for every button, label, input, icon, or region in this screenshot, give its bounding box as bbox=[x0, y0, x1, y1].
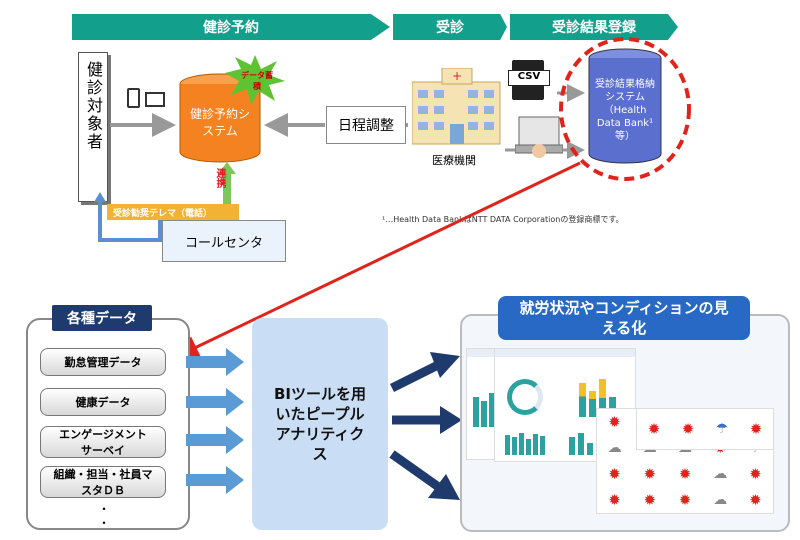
sun-icon: ✹ bbox=[749, 465, 762, 483]
dashboard-screenshot bbox=[494, 348, 636, 462]
schedule-box: 日程調整 bbox=[326, 106, 406, 144]
highlight-circle bbox=[559, 37, 691, 181]
storage-system-icon bbox=[588, 48, 662, 164]
storage-system-label: 受診結果格納システム（Health Data Bank¹等） bbox=[595, 79, 655, 142]
data-item-engagement: エンゲージメントサーベイ bbox=[40, 426, 166, 458]
sun-icon: ✹ bbox=[608, 413, 621, 431]
sun-icon: ✹ bbox=[608, 465, 621, 483]
data-ellipsis: ・ bbox=[98, 516, 111, 530]
cloud-icon: ☁ bbox=[713, 492, 728, 508]
bi-tool-box: BIツールを用いたピープルアナリティクス bbox=[252, 318, 388, 530]
monitor-icon bbox=[145, 92, 165, 107]
callcenter-box: コールセンタ bbox=[162, 220, 286, 262]
umbrella-icon: ☂ bbox=[715, 421, 729, 437]
sun-icon: ✹ bbox=[749, 491, 762, 509]
data-ellipsis: ・ bbox=[98, 502, 111, 516]
data-burst-icon bbox=[225, 55, 285, 105]
data-item-attendance: 勤怠管理データ bbox=[40, 348, 166, 376]
sun-icon: ✹ bbox=[608, 491, 621, 509]
sun-icon: ✹ bbox=[643, 465, 657, 483]
data-panel-title: 各種データ bbox=[52, 305, 152, 331]
yoyaku-system-label: 健診予約システム bbox=[189, 107, 250, 138]
sun-icon: ✹ bbox=[678, 465, 692, 483]
sun-icon: ✹ bbox=[749, 420, 763, 438]
data-burst-label: データ蓄積 bbox=[241, 71, 273, 91]
condition-grid-top: ✹ ✹ ☂ ✹ bbox=[636, 408, 774, 450]
sun-icon: ✹ bbox=[643, 491, 657, 509]
subject-box: 健診対象者 bbox=[78, 52, 108, 202]
sun-icon: ✹ bbox=[678, 491, 692, 509]
data-item-master: 組織・担当・社員マスタＤＢ bbox=[40, 466, 166, 498]
hospital-icon: + bbox=[412, 68, 501, 145]
laptop-icon bbox=[515, 116, 563, 158]
telemarketing-bar: 受診勧奨テレマ（電話） bbox=[107, 204, 239, 220]
footnote: ¹…Health Data BankはNTT DATA Corporationの… bbox=[382, 215, 624, 224]
renkei-label: 連携 bbox=[214, 168, 225, 188]
visual-panel-title: 就労状況やコンディションの見える化 bbox=[498, 296, 750, 340]
sun-icon: ✹ bbox=[681, 420, 695, 438]
clinic-label: 医療機関 bbox=[432, 154, 476, 167]
phase-toroku: 受診結果登録 bbox=[510, 14, 678, 40]
data-item-health: 健康データ bbox=[40, 388, 166, 416]
svg-text:+: + bbox=[452, 69, 462, 83]
cloud-icon: ☁ bbox=[607, 440, 622, 456]
cloud-icon: ☁ bbox=[713, 466, 728, 482]
phase-yoyaku: 健診予約 bbox=[72, 14, 390, 40]
sun-icon: ✹ bbox=[647, 420, 661, 438]
phase-jushin: 受診 bbox=[393, 14, 507, 40]
csv-label: CSV bbox=[508, 70, 550, 86]
smartphone-icon bbox=[127, 88, 140, 108]
